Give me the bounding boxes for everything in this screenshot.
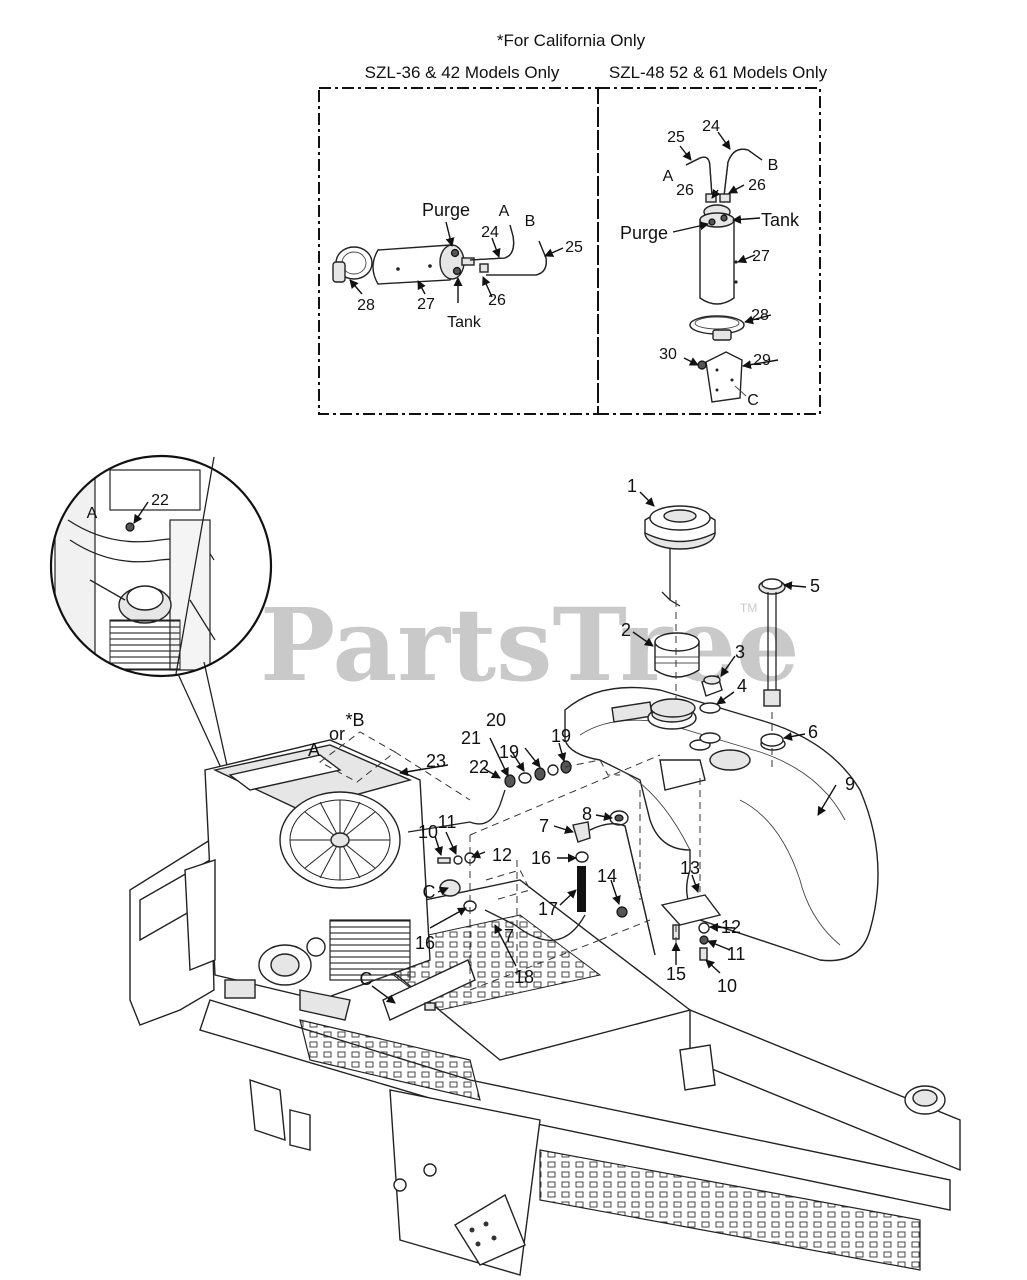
label-7: 7 <box>539 816 549 836</box>
label-16-lower: 16 <box>415 933 435 953</box>
label-26: 26 <box>488 292 506 309</box>
label-a: A <box>663 168 674 185</box>
label-10-right: 10 <box>717 976 737 996</box>
label-26-right: 26 <box>748 177 766 194</box>
fuel-tank-body <box>564 686 879 962</box>
label-b: B <box>768 157 779 174</box>
right-canister-assembly <box>685 148 763 403</box>
fitting <box>461 257 475 266</box>
label-tank: Tank <box>761 210 800 230</box>
label-2: 2 <box>621 620 631 640</box>
label-b: B <box>525 213 536 230</box>
label-29: 29 <box>753 352 771 369</box>
label-7-lower: 7 <box>504 926 514 946</box>
label-18: 18 <box>514 967 534 987</box>
assembly-lines <box>319 731 701 991</box>
label-b-star: *B <box>345 710 364 730</box>
label-16-upper: 16 <box>531 848 551 868</box>
charcoal-canister <box>699 219 735 305</box>
main-leaders <box>371 491 837 1004</box>
fuel-hose <box>577 866 586 912</box>
label-27: 27 <box>417 296 435 313</box>
label-c-upper: C <box>423 882 436 902</box>
label-21: 21 <box>461 728 481 748</box>
label-1: 1 <box>627 476 637 496</box>
label-13: 13 <box>680 858 700 878</box>
label-20: 20 <box>486 710 506 730</box>
label-10-left: 10 <box>418 822 438 842</box>
foot-plate <box>454 1193 526 1266</box>
inset-border <box>49 454 273 678</box>
page-title: *For California Only <box>497 31 646 50</box>
label-24: 24 <box>481 224 499 241</box>
fuel-lines <box>382 760 722 1021</box>
label-30: 30 <box>659 346 677 363</box>
grommet <box>699 732 721 744</box>
label-27: 27 <box>752 248 770 265</box>
fuel-strainer <box>654 632 700 678</box>
left-canister-assembly <box>332 224 547 285</box>
label-6: 6 <box>808 722 818 742</box>
label-12-right: 12 <box>721 917 741 937</box>
inset-label-a: A <box>87 505 98 522</box>
label-17: 17 <box>538 899 558 919</box>
label-24: 24 <box>702 118 720 135</box>
engine <box>184 739 431 1021</box>
label-8: 8 <box>582 804 592 824</box>
fitting <box>479 263 489 273</box>
label-purge: Purge <box>422 200 470 220</box>
label-9: 9 <box>845 774 855 794</box>
label-28: 28 <box>751 307 769 324</box>
label-25: 25 <box>667 129 685 146</box>
left-panel-border <box>318 87 599 415</box>
label-25: 25 <box>565 239 583 256</box>
vent-valve <box>701 675 723 697</box>
label-tank: Tank <box>447 314 482 331</box>
deck-grate <box>299 1019 481 1101</box>
right-panel-title: SZL-48 52 & 61 Models Only <box>609 63 828 82</box>
label-12-left: 12 <box>492 845 512 865</box>
label-or: or <box>329 724 345 744</box>
fuel-gauge <box>758 578 786 707</box>
tank-bracket <box>660 894 722 926</box>
label-19-left: 19 <box>499 742 519 762</box>
mounting-bracket <box>705 351 743 403</box>
label-a: A <box>308 740 320 760</box>
right-panel-border <box>597 87 821 415</box>
label-14: 14 <box>597 866 617 886</box>
label-28: 28 <box>357 297 375 314</box>
grommet <box>699 702 721 714</box>
label-3: 3 <box>735 642 745 662</box>
left-panel-title: SZL-36 & 42 Models Only <box>365 63 560 82</box>
label-5: 5 <box>810 576 820 596</box>
label-23: 23 <box>426 751 446 771</box>
label-19-right: 19 <box>551 726 571 746</box>
label-22: 22 <box>469 757 489 777</box>
label-15: 15 <box>666 964 686 984</box>
label-26-left: 26 <box>676 182 694 199</box>
gauge-grommet <box>760 733 784 747</box>
watermark-tm: TM <box>740 601 757 615</box>
deck-grate <box>539 1149 921 1271</box>
clamp-screw <box>332 261 346 283</box>
label-11-left: 11 <box>438 812 457 832</box>
label-purge: Purge <box>620 223 668 243</box>
fuel-tank <box>564 686 879 962</box>
label-4: 4 <box>737 676 747 696</box>
label-a: A <box>499 203 510 220</box>
fuel-cap <box>644 505 716 607</box>
label-11-right: 11 <box>727 944 746 964</box>
label-c-lower: C <box>360 969 373 989</box>
label-c: C <box>747 392 759 409</box>
inset-label-22: 22 <box>151 492 169 509</box>
